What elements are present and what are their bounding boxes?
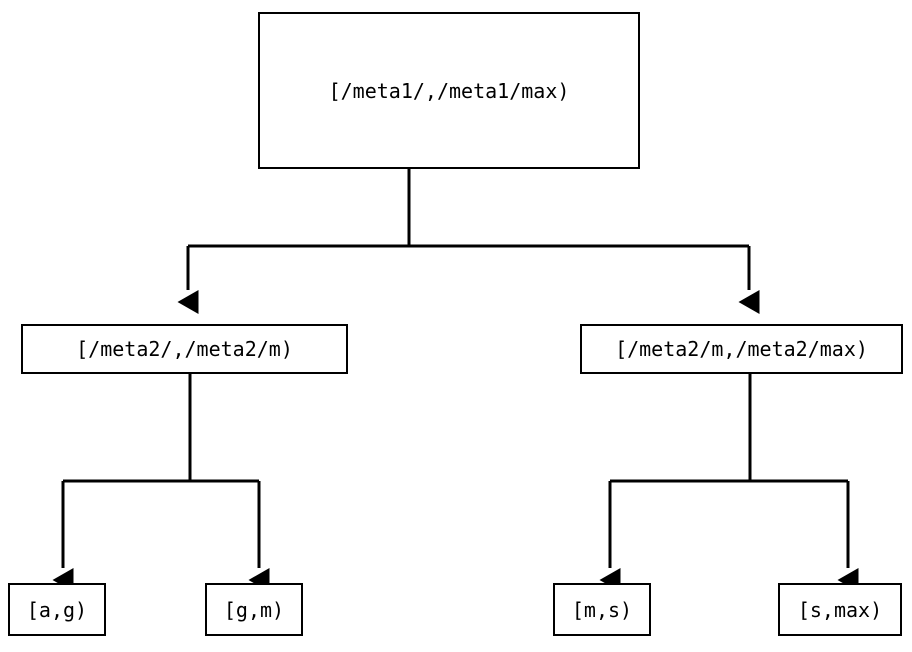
edge-mid-right-to-leaf-3: [599, 373, 752, 592]
edge-mid-right-to-leaf-4: [750, 479, 859, 592]
node-mid-right[interactable]: [/meta2/m,/meta2/max): [580, 324, 903, 374]
edge-mid-left-to-leaf-2: [190, 479, 270, 592]
node-leaf-4[interactable]: [s,max): [778, 583, 902, 636]
edge-root-to-mid-right: [409, 244, 760, 314]
node-leaf-2-label: [g,m): [223, 597, 285, 622]
node-mid-right-label: [/meta2/m,/meta2/max): [615, 337, 868, 361]
node-leaf-3[interactable]: [m,s): [553, 583, 651, 636]
edge-root-to-mid-left: [177, 168, 411, 314]
node-root[interactable]: [/meta1/,/meta1/max): [258, 12, 640, 169]
node-root-label: [/meta1/,/meta1/max): [328, 78, 570, 103]
node-leaf-1[interactable]: [a,g): [8, 583, 106, 636]
edge-mid-left-to-leaf-1: [52, 373, 192, 592]
node-leaf-4-label: [s,max): [797, 597, 883, 622]
node-mid-left[interactable]: [/meta2/,/meta2/m): [21, 324, 348, 374]
node-leaf-2[interactable]: [g,m): [205, 583, 303, 636]
node-leaf-3-label: [m,s): [571, 597, 633, 622]
node-mid-left-label: [/meta2/,/meta2/m): [76, 337, 293, 361]
node-leaf-1-label: [a,g): [26, 597, 88, 622]
